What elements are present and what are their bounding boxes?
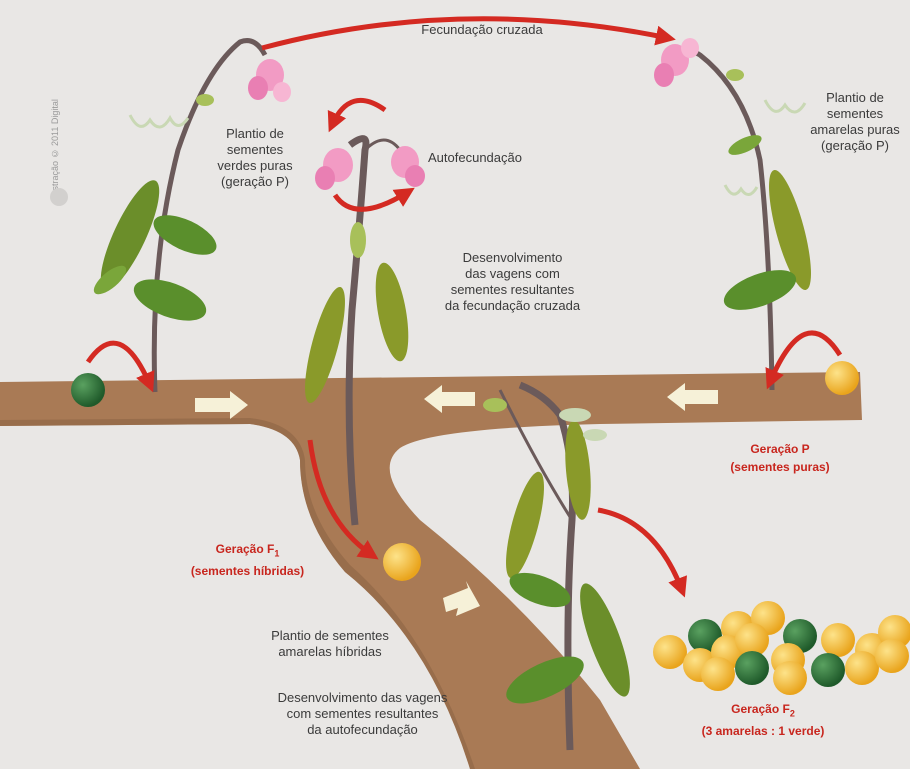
arrow-self-fertilization-bottom [335,192,408,209]
plant-right [654,38,820,390]
f1-subscript: 1 [274,548,279,558]
flower-center-right [391,146,425,187]
generation-p-subtitle: (sementes puras) [725,458,835,476]
label-pod-self: Desenvolvimento das vagens com sementes … [255,690,470,738]
seed-green-f2 [735,651,769,685]
label-self-fertilization: Autofecundação [428,150,568,166]
label-yellow-planting: Plantio de sementes amarelas puras (gera… [800,90,910,154]
label-f2: Geração F2 (3 amarelas : 1 verde) [668,700,858,740]
label-cross-fertilization: Fecundação cruzada [402,22,562,38]
label-green-planting: Plantio de sementes verdes puras (geraçã… [200,126,310,190]
seed-f1-hybrid [383,543,421,581]
seed-yellow-f2 [821,623,855,657]
label-generation-p: Geração P (sementes puras) [725,440,835,476]
plant-left [90,41,291,392]
arrow-to-f2 [598,510,682,590]
arrow-self-fertilization-top [332,100,385,125]
credit-text: Ilustração © 2011 Digital [50,30,66,200]
flower-left [248,59,291,102]
f2-subscript: 2 [790,708,795,718]
f1-title: Geração F [216,542,275,556]
f2-seed-pile [653,601,910,695]
seed-yellow-f2 [773,661,807,695]
label-hybrid-planting: Plantio de sementes amarelas híbridas [245,628,415,660]
f2-title: Geração F [731,702,790,716]
seed-yellow-f2 [875,639,909,673]
seed-green-parent [71,373,105,407]
label-f1: Geração F1 (sementes híbridas) [165,540,330,580]
flower-right [654,38,699,87]
f1-description: (sementes híbridas) [165,562,330,580]
seed-yellow-f2 [701,657,735,691]
flower-center-left [315,148,353,190]
seed-yellow-f2 [653,635,687,669]
generation-p-title: Geração P [725,440,835,458]
credit-icon [50,188,68,206]
f2-ratio: (3 amarelas : 1 verde) [668,722,858,740]
seed-yellow-parent [825,361,859,395]
seed-green-f2 [811,653,845,687]
seed-yellow-f2 [845,651,879,685]
label-pod-cross: Desenvolvimento das vagens com sementes … [425,250,600,314]
